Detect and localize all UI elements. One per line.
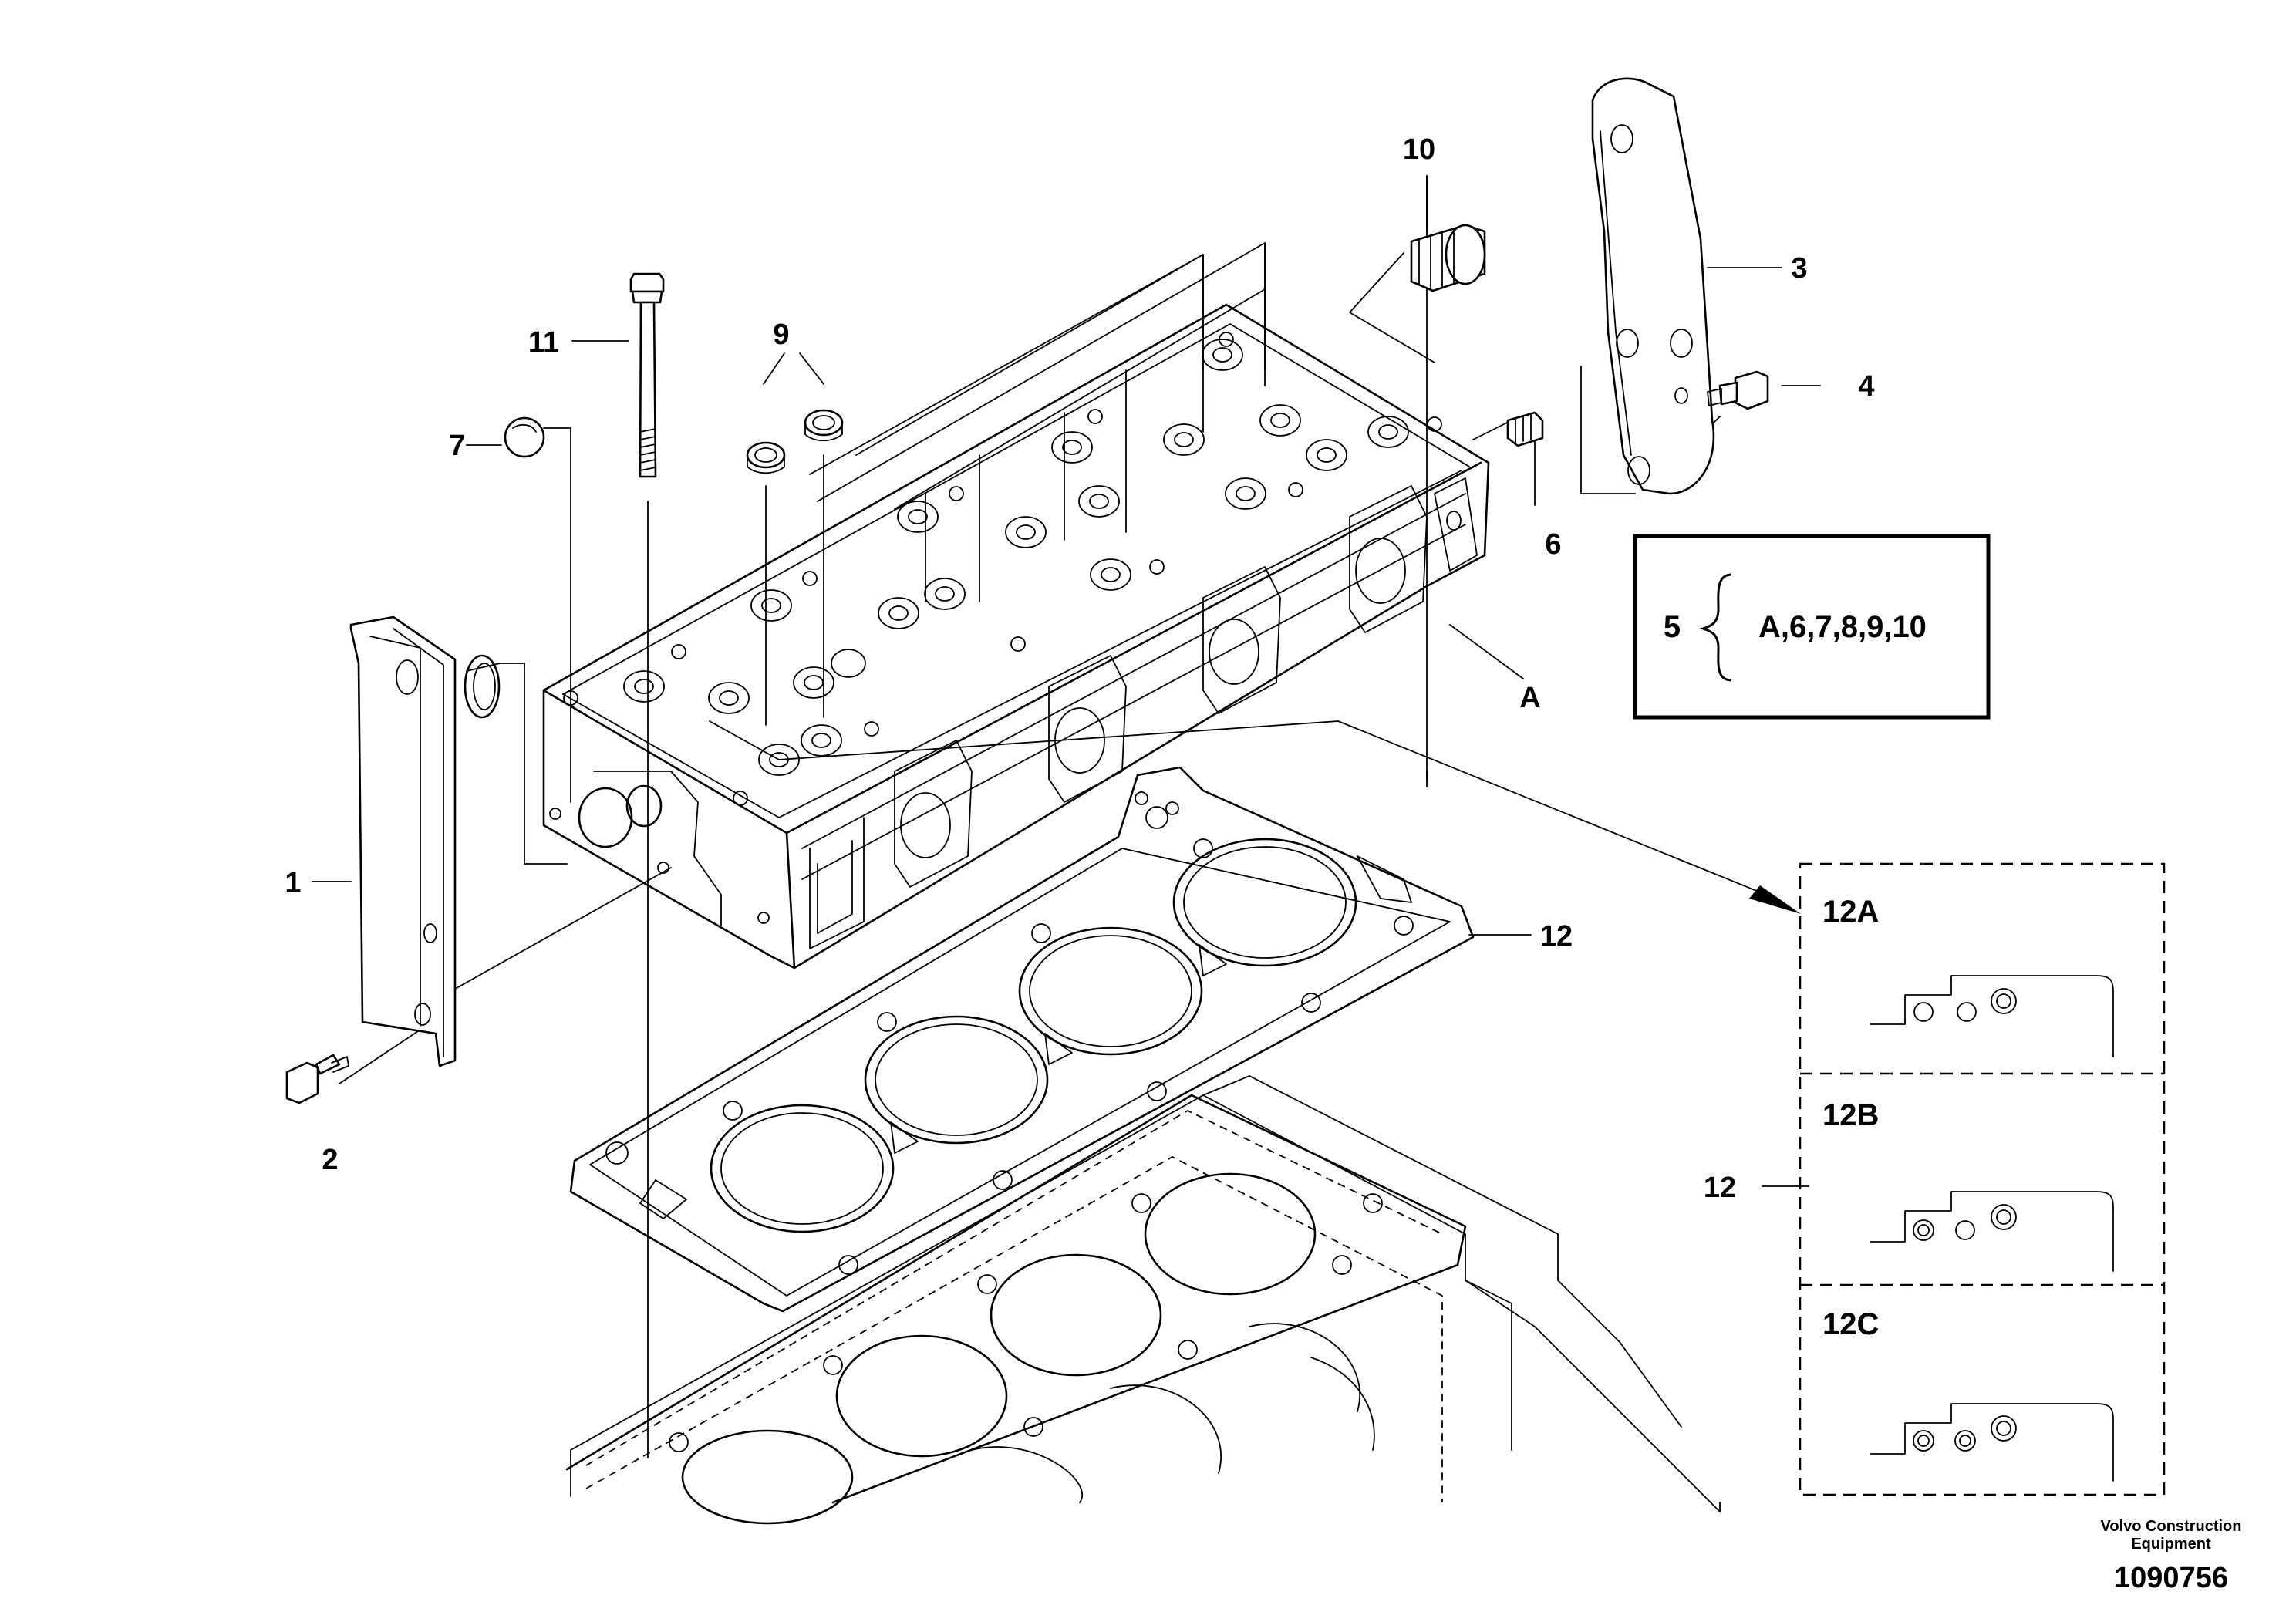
callout-6: 6 [1545,528,1561,561]
kit-contents: A,6,7,8,9,10 [1758,610,1927,644]
callout-12: 12 [1540,920,1573,953]
gasket-variant-box: 12A 12B 12C [1799,862,2166,1496]
bracket-screw [285,1054,349,1104]
brand-line-2: Equipment [2131,1536,2211,1553]
variant-dividers [1800,1072,2164,1286]
ball-plug [504,416,545,458]
variant-12C-label: 12C [1822,1307,1879,1341]
callout-labels: 1 2 3 4 6 7 9 10 11 12 A 12 [285,133,1874,1204]
callout-9: 9 [773,319,789,351]
callout-12-side: 12 [1704,1172,1736,1204]
kit-number: 5 [1664,610,1681,644]
small-plug [1506,411,1544,447]
callout-3: 3 [1791,252,1807,285]
leader-lines [312,175,1821,1458]
callout-7: 7 [449,430,465,462]
block-deck-gasket-outline [565,1094,1467,1525]
lifting-bracket-left [349,615,457,1067]
threaded-plug [1410,224,1486,292]
callout-4: 4 [1858,370,1874,403]
kit-box-frame [1633,534,1991,720]
callout-2: 2 [322,1144,338,1176]
cylinder-head-bolt [629,272,665,478]
callout-1: 1 [285,867,301,899]
cylinder-head-gasket [569,766,1475,1313]
variant-12A-label: 12A [1822,895,1879,929]
lifting-plate-right [1591,77,1715,495]
callout-10: 10 [1403,133,1435,166]
variant-box-frame [1799,862,2166,1496]
callout-A: A [1519,682,1540,714]
variant-12C: 12C [1822,1307,2114,1482]
seal-ring [464,654,501,719]
callout-11: 11 [528,326,559,359]
variant-12B: 12B [1822,1098,2114,1272]
plate-screw [1707,370,1769,410]
footer: Volvo Construction Equipment 1090756 [2101,1518,2242,1594]
brace-icon [1698,573,1732,682]
brand-line-1: Volvo Construction [2101,1518,2242,1535]
arrow-head [1749,885,1801,914]
valve-seals [746,409,844,474]
kit-box: 5 A,6,7,8,9,10 [1633,534,1991,720]
drawing-number: 1090756 [2114,1562,2228,1594]
variant-12A: 12A [1822,895,2114,1057]
valve-bosses [623,339,1409,776]
engine-block [570,1075,1721,1512]
variant-12B-label: 12B [1822,1098,1879,1132]
